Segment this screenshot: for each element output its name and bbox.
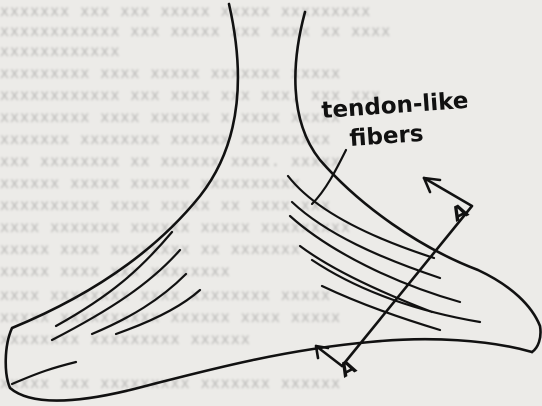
label-line-1: tendon-like — [321, 88, 470, 124]
fiber-left-1 — [56, 232, 172, 326]
fluke-lower-edge — [12, 362, 76, 384]
label-line-2: fibers — [349, 121, 425, 152]
section-marker-bottom: A — [335, 354, 360, 383]
fluke-outline-right — [295, 12, 540, 352]
